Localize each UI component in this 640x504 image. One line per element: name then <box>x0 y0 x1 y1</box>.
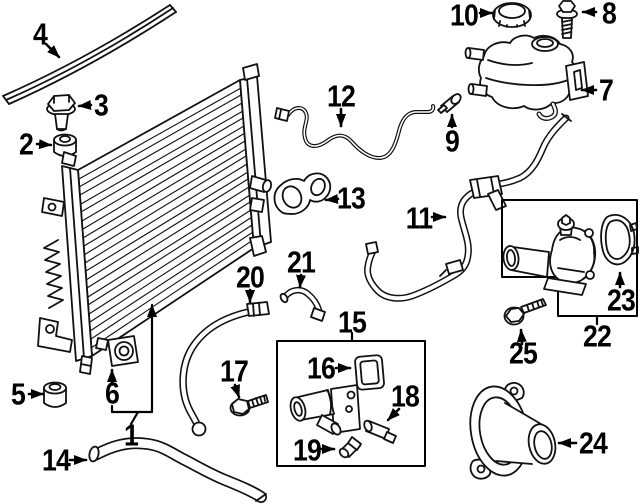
hose-part-11 <box>364 113 572 302</box>
callout-1[interactable]: 1 <box>124 417 139 453</box>
callout-14[interactable]: 14 <box>42 442 71 478</box>
bolt-part-8 <box>556 0 578 39</box>
callout-20[interactable]: 20 <box>236 259 265 295</box>
callout-2[interactable]: 2 <box>19 126 34 162</box>
plug-part-9 <box>437 93 462 114</box>
bracket-part-1 <box>110 404 154 426</box>
bolt-part-17 <box>229 394 269 417</box>
callout-18[interactable]: 18 <box>391 378 420 414</box>
callout-9[interactable]: 9 <box>445 123 460 159</box>
callout-arrows <box>27 7 625 465</box>
callout-19[interactable]: 19 <box>293 432 322 468</box>
arrow-to-part-13 <box>324 194 340 204</box>
connector-part-18 <box>363 419 397 444</box>
callout-17[interactable]: 17 <box>220 353 249 389</box>
callout-24[interactable]: 24 <box>579 425 608 461</box>
callout-10[interactable]: 10 <box>450 0 479 33</box>
arrow-to-part-4 <box>44 42 61 59</box>
callout-21[interactable]: 21 <box>287 244 316 280</box>
callout-5[interactable]: 5 <box>11 376 26 412</box>
callout-4[interactable]: 4 <box>33 16 48 52</box>
mount-bushing-part-5 <box>43 381 67 408</box>
callout-16[interactable]: 16 <box>307 350 336 386</box>
callout-8[interactable]: 8 <box>602 0 617 31</box>
callout-12[interactable]: 12 <box>327 78 356 114</box>
radiator-part-1 <box>37 63 273 375</box>
gasket-part-16 <box>354 354 385 391</box>
water-outlet-part-24 <box>469 382 557 480</box>
callout-23[interactable]: 23 <box>607 282 636 318</box>
thermostat-box-part-22 <box>501 199 638 317</box>
thermostat-housing-part-22 <box>502 214 597 296</box>
elbow-hose-part-13 <box>273 172 332 215</box>
callout-11[interactable]: 11 <box>405 200 433 236</box>
bolt-part-3 <box>46 94 76 132</box>
arrow-to-part-21 <box>296 273 306 289</box>
callout-7[interactable]: 7 <box>599 72 614 108</box>
connector-part-19 <box>338 436 362 459</box>
callout-6[interactable]: 6 <box>105 375 120 411</box>
callout-13[interactable]: 13 <box>337 180 366 216</box>
hose-part-21 <box>279 286 326 322</box>
arrow-to-part-2 <box>35 139 53 150</box>
gasket-part-23 <box>600 214 639 266</box>
arrow-to-part-25 <box>516 328 527 346</box>
reservoir-cap-part-10 <box>492 2 532 28</box>
outlet-assembly-part-15 <box>289 384 361 436</box>
hose-part-20 <box>179 301 270 437</box>
callout-22[interactable]: 22 <box>583 318 612 354</box>
overflow-hose-part-12 <box>274 104 436 160</box>
lower-hose-part-14 <box>88 437 267 503</box>
reservoir-part-7 <box>464 34 589 121</box>
callout-15[interactable]: 15 <box>338 304 367 340</box>
arrow-to-part-3 <box>77 100 93 110</box>
callout-3[interactable]: 3 <box>94 87 109 123</box>
arrow-to-part-17 <box>230 383 241 399</box>
bolt-part-25 <box>503 298 547 326</box>
seal-strip-part-4 <box>2 4 177 105</box>
callout-25[interactable]: 25 <box>509 335 538 371</box>
arrow-to-part-18 <box>386 407 401 422</box>
bracket-part-6 <box>95 335 139 367</box>
